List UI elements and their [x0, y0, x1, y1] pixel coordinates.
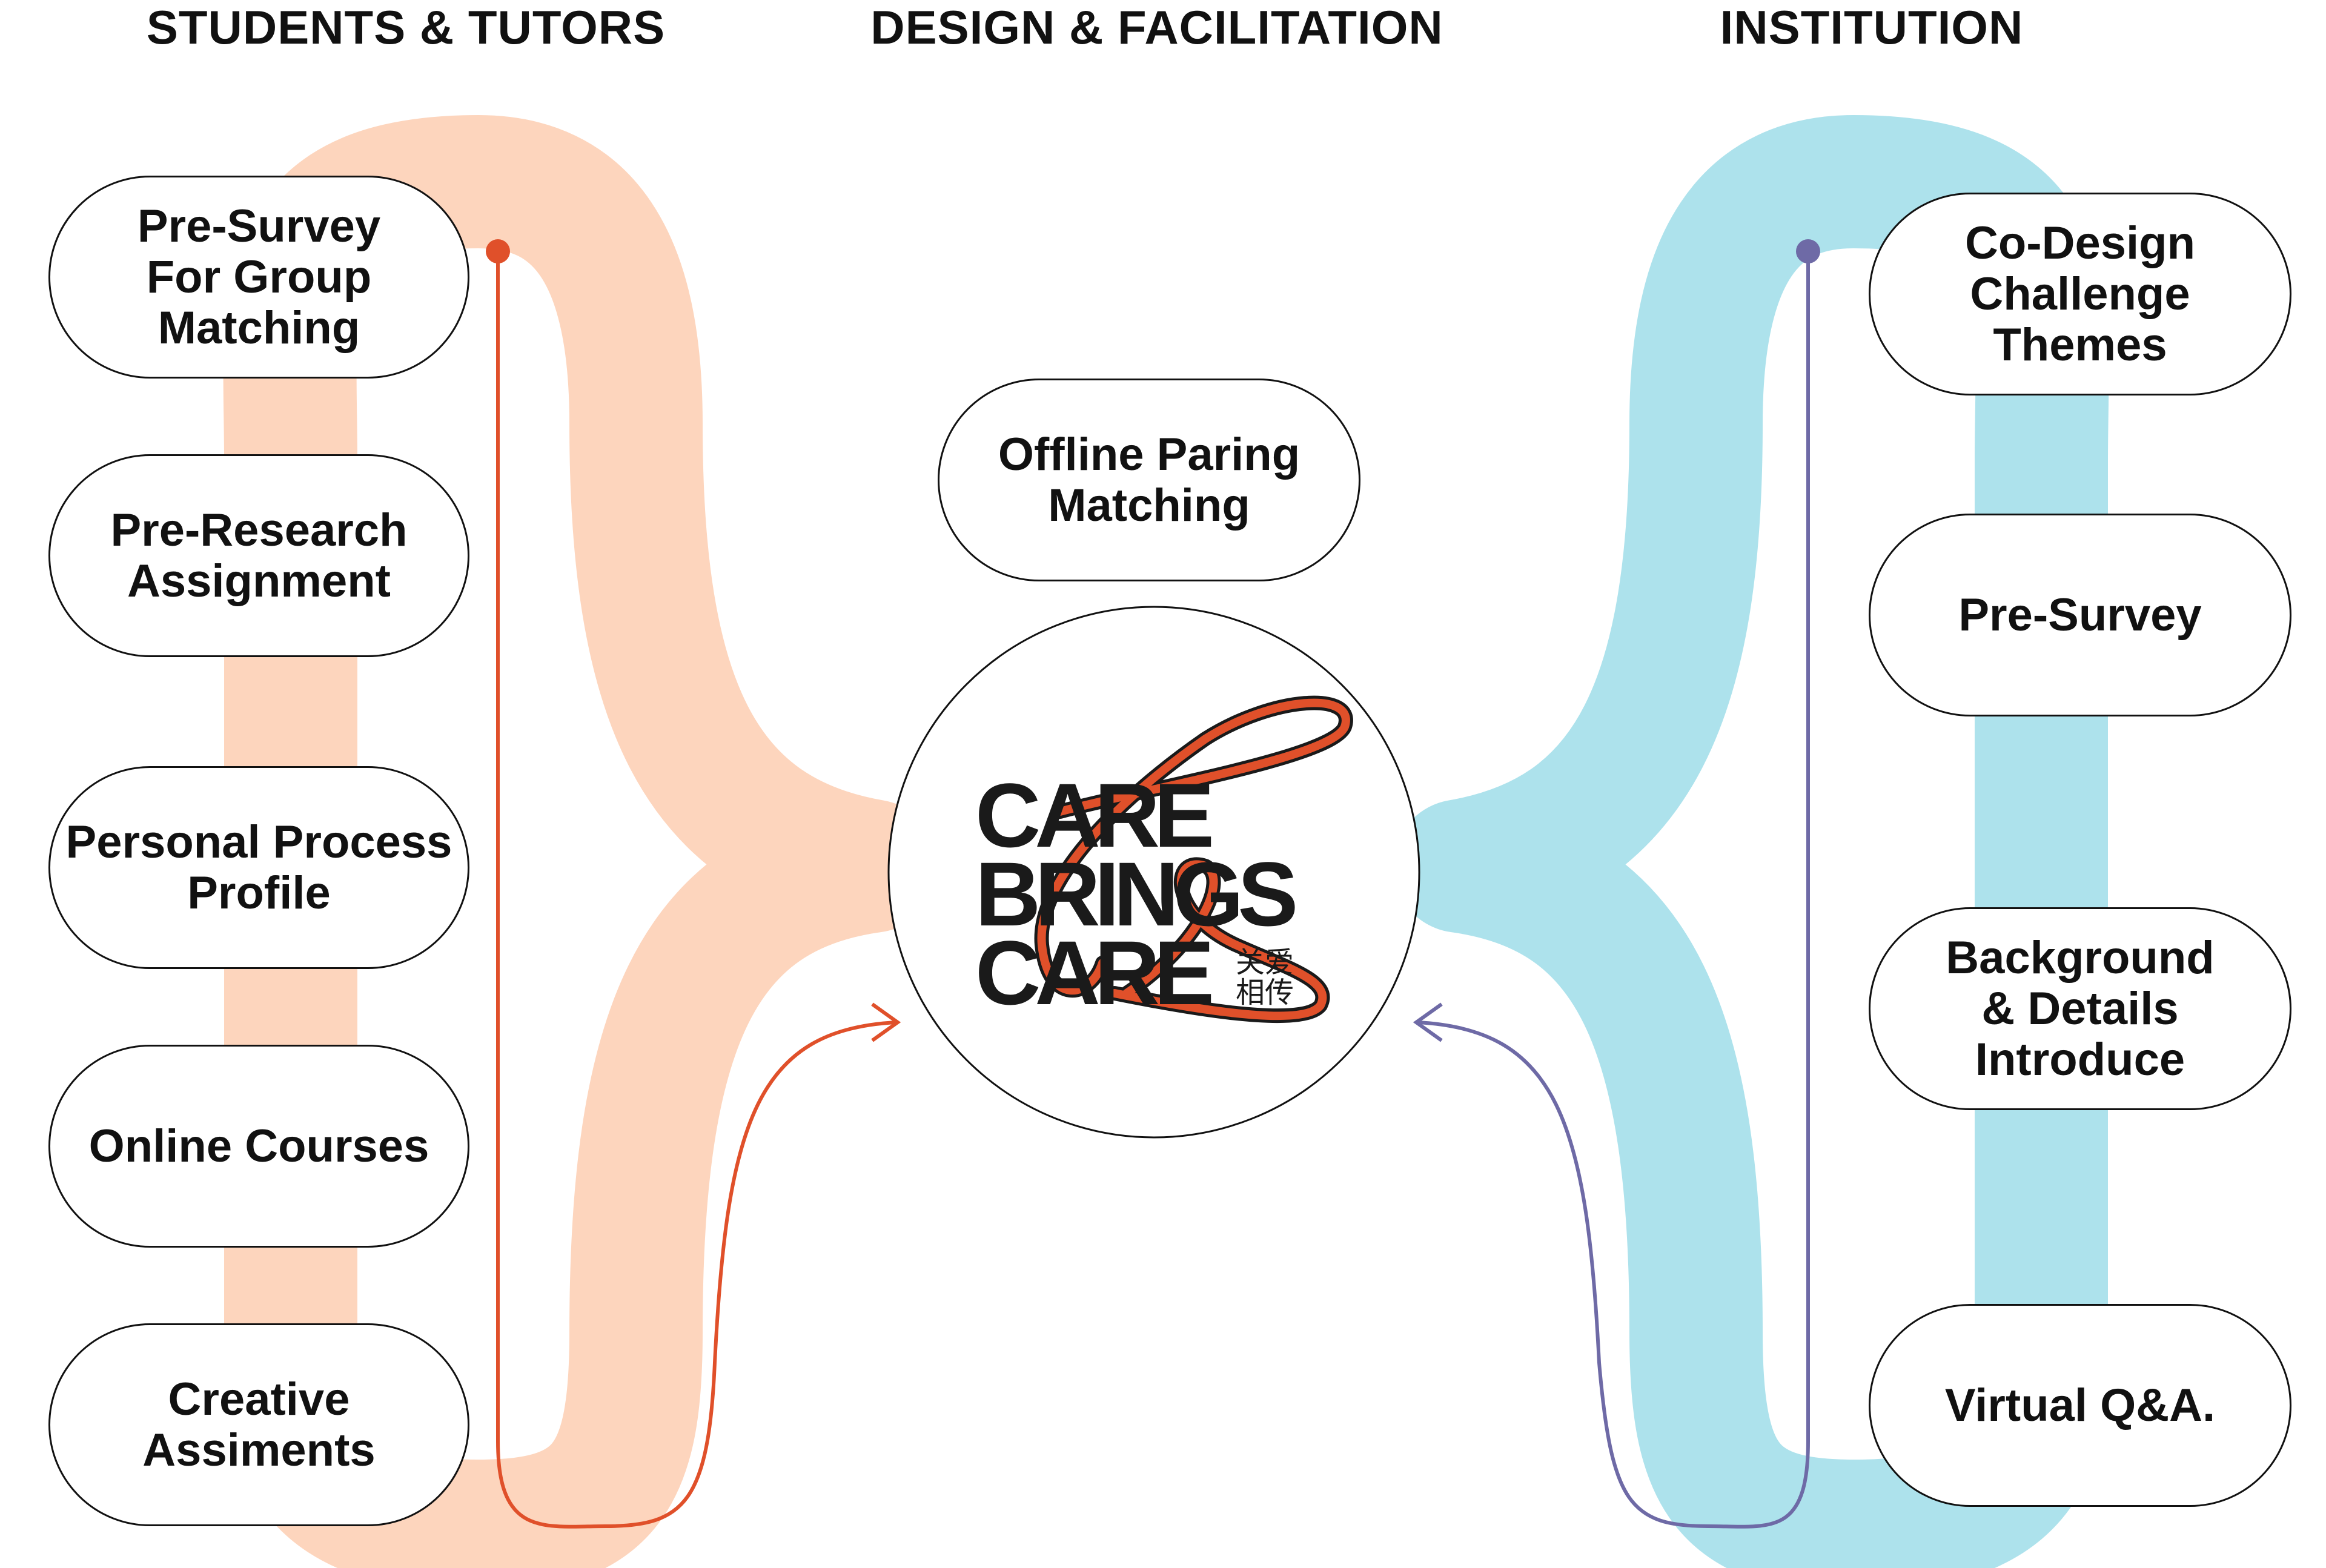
- step-label: Pre-Survey For Group Matching: [137, 200, 381, 354]
- step-personal-process-profile: Personal Process Profile: [48, 766, 469, 969]
- logo-line-care-top: CARE: [975, 764, 1211, 866]
- logo-line-brings: BRINGS: [975, 843, 1295, 945]
- step-label: Creative Assiments: [142, 1373, 376, 1476]
- step-label: Virtual Q&A.: [1944, 1379, 2216, 1431]
- step-offline-paring-matching: Offline Paring Matching: [938, 379, 1360, 581]
- logo-line-care-bottom: CARE: [975, 922, 1211, 1024]
- step-label: Background & Details Introduce: [1946, 931, 2215, 1085]
- left-flow-line: [496, 251, 897, 1529]
- logo-scribble: [1034, 695, 1353, 1024]
- step-background-details-introduce: Background & Details Introduce: [1869, 907, 2291, 1110]
- column-title-students-tutors: STUDENTS & TUTORS: [146, 1, 666, 54]
- step-label: Pre-Survey: [1958, 589, 2202, 641]
- left-flow-dot: [486, 239, 510, 263]
- center-logo-circle: [887, 606, 1420, 1139]
- step-online-courses: Online Courses: [48, 1045, 469, 1248]
- right-arrow-head-icon: [1413, 1002, 1443, 1042]
- step-label: Online Courses: [88, 1120, 429, 1172]
- step-pre-research-assignment: Pre-Research Assignment: [48, 454, 469, 657]
- step-pre-survey-institution: Pre-Survey: [1869, 514, 2291, 716]
- step-creative-assiments: Creative Assiments: [48, 1323, 469, 1526]
- logo-cjk-line-1: 关爱: [1236, 945, 1294, 979]
- right-flow-line: [1417, 251, 1810, 1529]
- column-title-institution: INSTITUTION: [1720, 1, 2024, 54]
- step-co-design-challenge-themes: Co-Design Challenge Themes: [1869, 193, 2291, 395]
- step-label: Co-Design Challenge Themes: [1965, 217, 2195, 371]
- right-flow-dot: [1796, 239, 1820, 263]
- right-flow-band: [1393, 115, 2109, 1568]
- step-label: Offline Paring Matching: [998, 428, 1301, 531]
- column-title-design-facilitation: DESIGN & FACILITATION: [870, 1, 1443, 54]
- left-arrow-head-icon: [871, 1002, 901, 1042]
- step-label: Pre-Research Assignment: [110, 504, 408, 607]
- step-pre-survey-group-matching: Pre-Survey For Group Matching: [48, 176, 469, 379]
- logo-cjk-line-2: 相传: [1236, 976, 1294, 1010]
- step-label: Personal Process Profile: [65, 816, 452, 919]
- step-virtual-qa: Virtual Q&A.: [1869, 1304, 2291, 1507]
